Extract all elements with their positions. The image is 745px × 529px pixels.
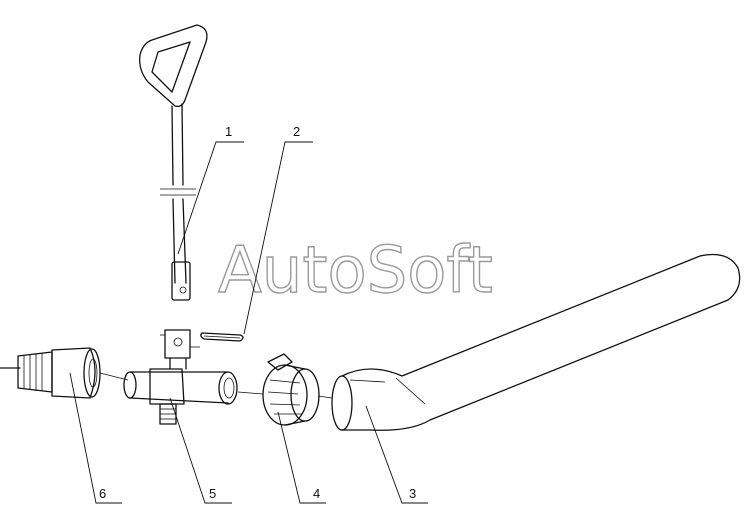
part-3-bent-hose <box>331 253 741 431</box>
part-6-union-nut <box>0 347 129 399</box>
watermark-text: AutoSoft <box>218 234 493 308</box>
callout-number-6: 6 <box>99 486 106 501</box>
leader-lines <box>69 141 428 504</box>
part-4-hose-clamp <box>237 353 333 426</box>
callout-number-3: 3 <box>409 486 416 501</box>
callout-number-1: 1 <box>225 124 232 139</box>
part-5-fitting-body <box>123 329 238 425</box>
part-2-split-pin <box>200 332 244 342</box>
callout-number-5: 5 <box>209 486 216 501</box>
part-1-dipstick <box>139 24 208 301</box>
callout-number-2: 2 <box>293 124 300 139</box>
callout-number-4: 4 <box>313 486 320 501</box>
